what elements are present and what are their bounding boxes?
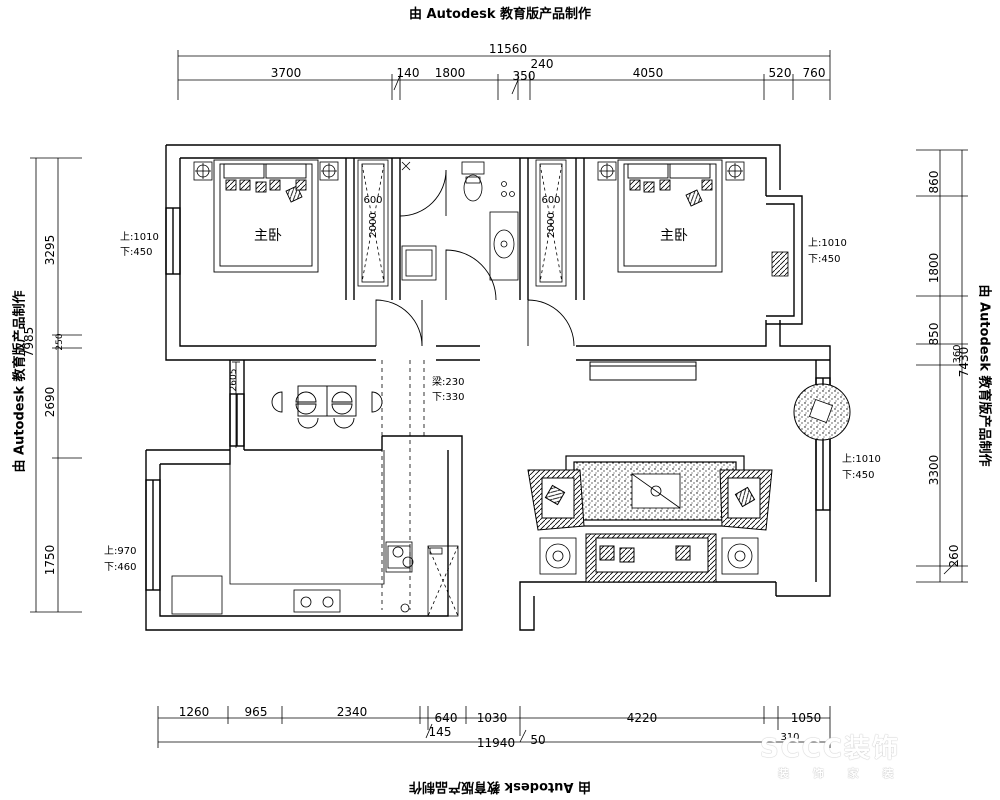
- room-labels: 主卧 主卧: [254, 228, 688, 244]
- dim-left-250: 250: [55, 333, 65, 350]
- room-label-right-bedroom: 主卧: [660, 228, 688, 244]
- wardrobe-left-depth: 600: [363, 195, 382, 206]
- brand-logo: SCCC装饰 装 饰 家 装: [760, 728, 985, 780]
- note-left-bedroom-top: 上:1010: [120, 231, 159, 243]
- watermark-top: 由 Autodesk 教育版产品制作: [408, 7, 592, 22]
- sofa: [585, 533, 717, 583]
- note-living-bottom: 下:450: [842, 470, 874, 481]
- dim-bottom-310: 310: [780, 732, 799, 743]
- round-plant: [793, 383, 851, 441]
- dim-bottom-965: 965: [245, 705, 268, 719]
- corridor-dashes: [381, 360, 425, 610]
- tv-cabinet: [589, 361, 697, 381]
- dim-left-3295: 3295: [43, 235, 57, 266]
- dimension-left: [30, 157, 240, 613]
- window-notes: 上:1010 下:450 上:1010 下:450 上:1010 下:450 上…: [104, 231, 881, 573]
- dim-right-3300: 3300: [927, 455, 941, 486]
- note-corridor-top: 梁:230: [432, 375, 464, 388]
- brand-logo-main: SCCC装饰: [760, 734, 900, 764]
- dim-right-total: 7430: [957, 347, 971, 378]
- dim-bottom-50: 50: [530, 733, 545, 747]
- dining-table: [271, 385, 383, 429]
- armchairs: [527, 469, 773, 531]
- dim-right-360: 360: [952, 344, 963, 363]
- doors: [375, 169, 575, 347]
- bed-right: [617, 159, 723, 273]
- dim-right-850: 850: [927, 323, 941, 346]
- note-right-bedroom-bottom: 下:450: [808, 254, 840, 265]
- dim-bottom-1030: 1030: [477, 711, 508, 725]
- dim-top-4050: 4050: [633, 66, 664, 80]
- dim-left-1750: 1750: [43, 545, 57, 576]
- bed-left: [213, 159, 319, 273]
- dimension-bottom: [157, 706, 831, 748]
- watermark-right: 由 Autodesk 教育版产品制作: [976, 284, 992, 467]
- dim-right-260: 260: [947, 545, 961, 568]
- dim-left-2690: 2690: [43, 387, 57, 418]
- dim-top-350: 350: [513, 69, 536, 83]
- nightstand-lamp-icon: [597, 161, 745, 181]
- wardrobe-right-width: 2000: [546, 212, 557, 237]
- dim-top-520: 520: [769, 66, 792, 80]
- dim-top-1800: 1800: [435, 66, 466, 80]
- dim-top-240: 240: [531, 57, 554, 71]
- note-left-bedroom-bottom: 下:450: [120, 247, 152, 258]
- dim-bottom-total: 11940: [477, 736, 515, 750]
- wardrobe-left-width: 2000: [368, 212, 379, 237]
- dim-bottom-2340: 2340: [337, 705, 368, 719]
- wardrobe-right: [535, 159, 567, 287]
- dim-top-3700: 3700: [271, 66, 302, 80]
- bathroom-fixtures: [401, 161, 519, 281]
- dim-left-total: 7985: [22, 327, 36, 358]
- note-living-top: 上:1010: [842, 453, 881, 465]
- dim-right-1800: 1800: [927, 253, 941, 284]
- dim-top-760: 760: [803, 66, 826, 80]
- dim-left-2605: 2605: [229, 369, 239, 392]
- dimension-right: [916, 149, 968, 583]
- dim-bottom-1260: 1260: [179, 705, 210, 719]
- walls: [145, 144, 831, 631]
- dim-top-total: 11560: [489, 42, 527, 56]
- note-kitchen-bottom: 下:460: [104, 562, 136, 573]
- dim-bottom-1050: 1050: [791, 711, 822, 725]
- dim-bottom-145: 145: [429, 725, 452, 739]
- watermark-left: 由 Autodesk 教育版产品制作: [12, 290, 28, 473]
- bay-cushion: [771, 251, 789, 277]
- dim-top-140: 140: [397, 66, 420, 80]
- wardrobe-texts: 600 2000 600 2000: [363, 195, 560, 238]
- brand-logo-sub: 装 饰 家 装: [778, 767, 904, 780]
- side-table-lamp-icon: [539, 537, 759, 575]
- note-corridor-bottom: 下:330: [432, 392, 464, 403]
- dim-bottom-4220: 4220: [627, 711, 658, 725]
- rug: [565, 455, 745, 527]
- dim-right-860: 860: [927, 171, 941, 194]
- dimension-texts: 11560 3700 140 1800 350 240 4050 520 760…: [22, 42, 971, 750]
- note-right-bedroom-top: 上:1010: [808, 237, 847, 249]
- note-kitchen-top: 上:970: [104, 545, 136, 557]
- kitchen-fixtures: [171, 450, 459, 617]
- room-label-left-bedroom: 主卧: [254, 228, 282, 244]
- watermark-bottom: 由 Autodesk 教育版产品制作: [408, 779, 592, 794]
- dim-bottom-640: 640: [435, 711, 458, 725]
- dimension-top: [177, 50, 831, 100]
- nightstand-lamp-icon: [193, 161, 339, 181]
- wardrobe-right-depth: 600: [541, 195, 560, 206]
- wardrobe-left: [357, 159, 389, 287]
